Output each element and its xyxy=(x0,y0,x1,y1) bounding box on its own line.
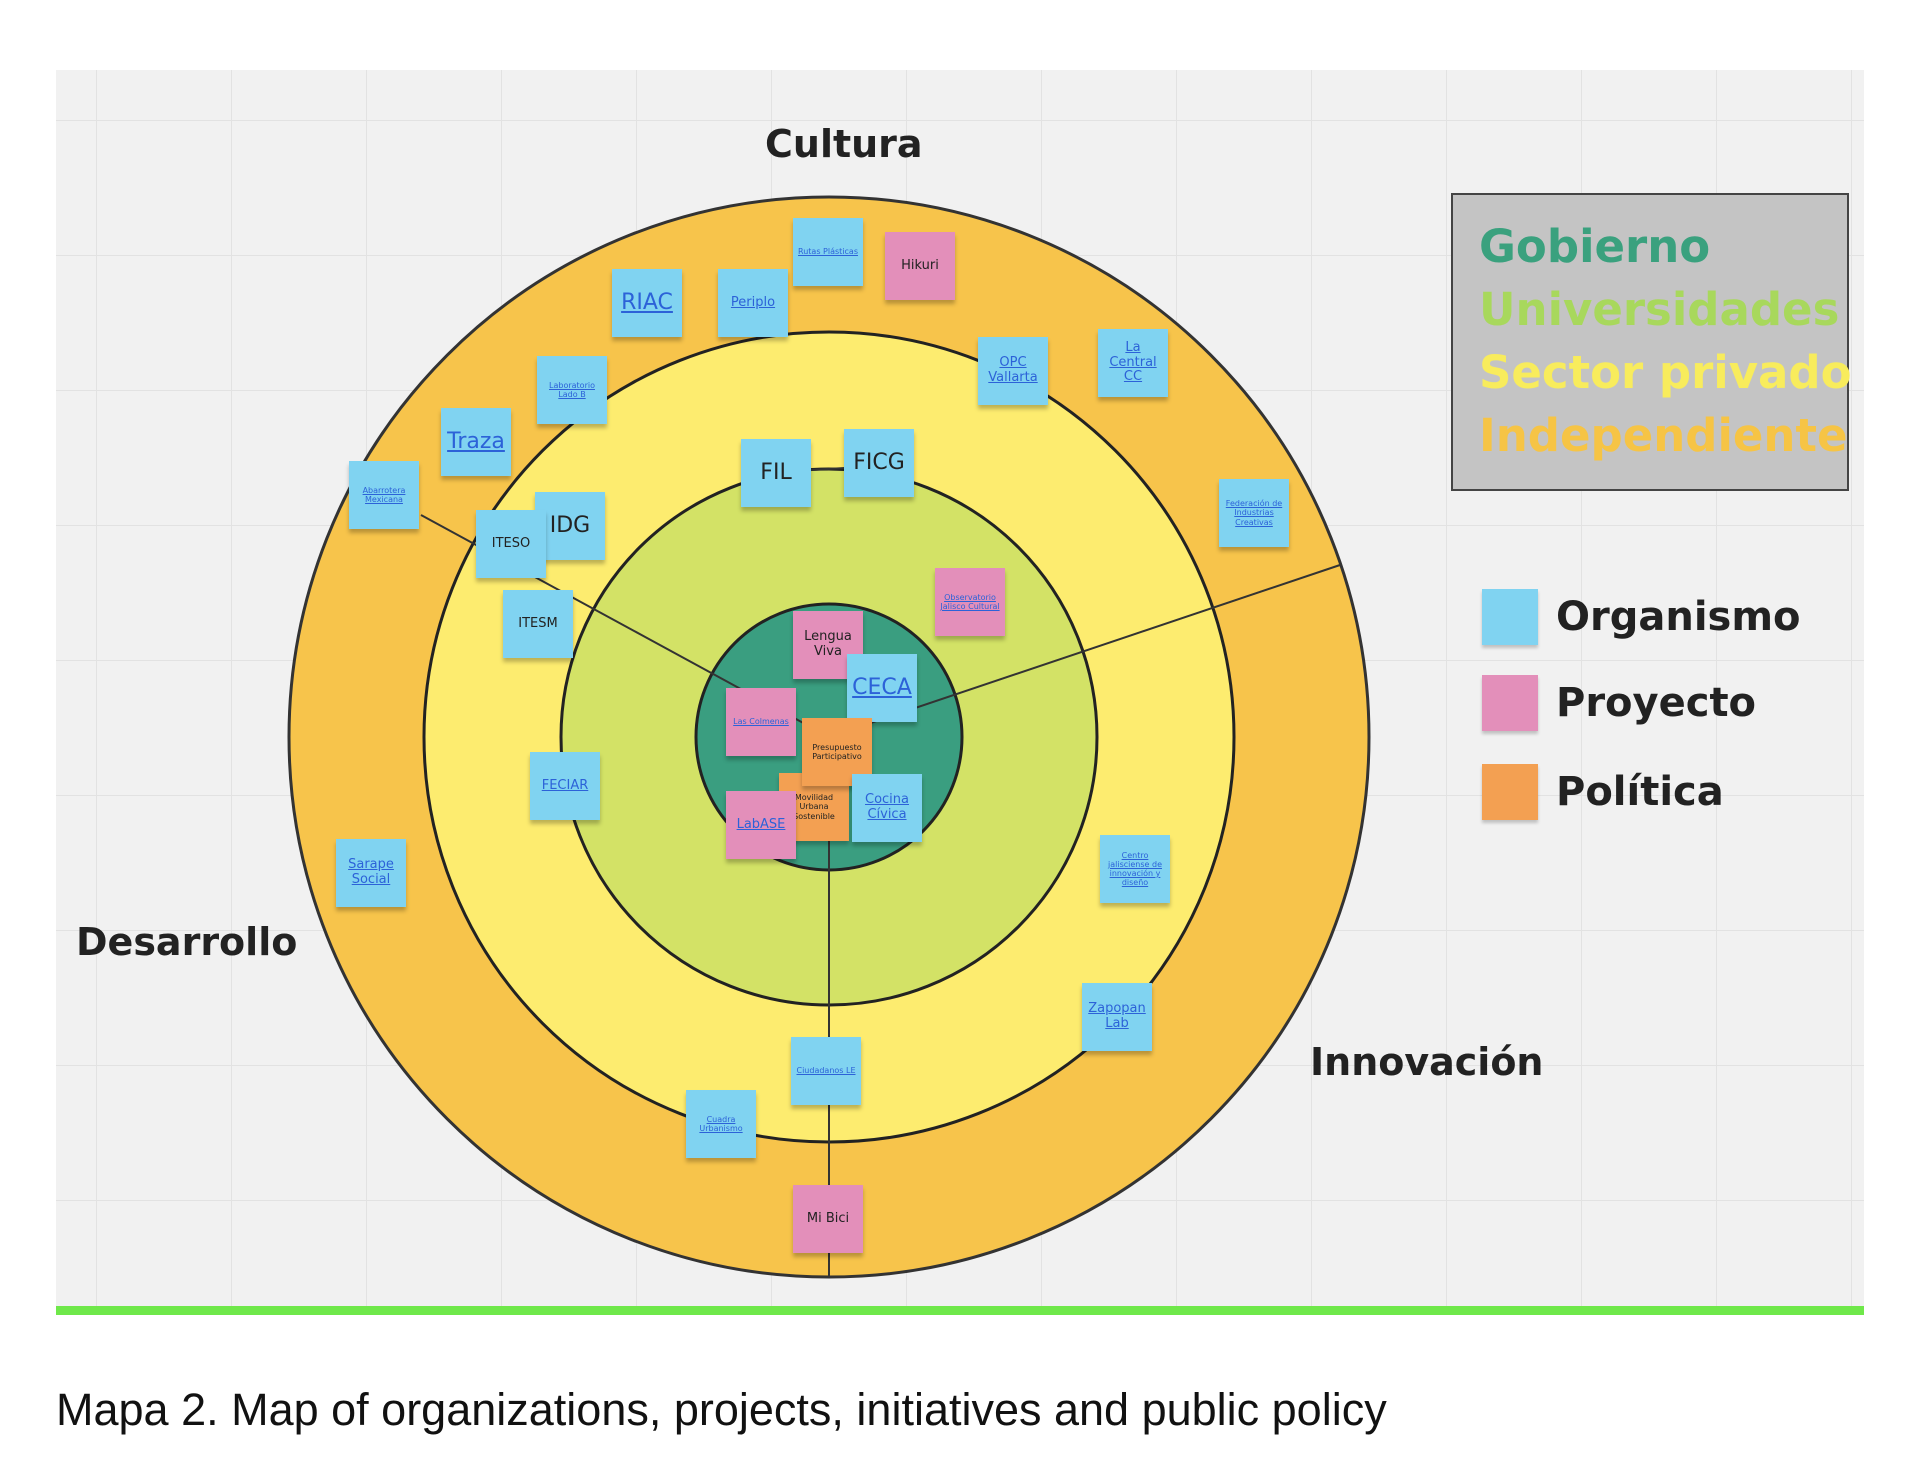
sticky-note-org[interactable]: Sarape Social xyxy=(336,839,406,907)
connector-fil-ficg xyxy=(809,467,846,471)
politica-swatch xyxy=(1482,764,1538,820)
sticky-note-org[interactable]: Ciudadanos LE xyxy=(791,1037,861,1105)
key-label: Proyecto xyxy=(1556,680,1757,726)
sticky-note-proj[interactable]: Observatorio Jalisco Cultural xyxy=(935,568,1005,636)
axis-label-innovacion: Innovación xyxy=(1310,1040,1544,1084)
sticky-note-org[interactable]: Cuadra Urbanismo xyxy=(686,1090,756,1158)
figure-caption: Mapa 2. Map of organizations, projects, … xyxy=(56,1384,1387,1435)
sticky-note-org[interactable]: Laboratorio Lado B xyxy=(537,356,607,424)
sticky-note-proj: Mi Bici xyxy=(793,1185,863,1253)
sticky-note-org[interactable]: Centro jalisciense de innovación y diseñ… xyxy=(1100,835,1170,903)
sticky-note-org: ITESO xyxy=(476,510,546,578)
sticky-note-org[interactable]: Periplo xyxy=(718,269,788,337)
key-label: Política xyxy=(1556,769,1724,815)
sticky-note-org[interactable]: CECA xyxy=(847,654,917,722)
legend-independiente: Independiente xyxy=(1479,409,1848,462)
sticky-note-proj[interactable]: Las Colmenas xyxy=(726,688,796,756)
sticky-note-org[interactable]: La Central CC xyxy=(1098,329,1168,397)
legend-sector-privado: Sector privado xyxy=(1479,346,1852,399)
sticky-note-proj: Hikuri xyxy=(885,232,955,300)
ring-legend: Gobierno Universidades Sector privado In… xyxy=(1451,193,1852,491)
sticky-note-org[interactable]: Rutas Plásticas xyxy=(793,218,863,286)
sticky-note-org[interactable]: Cocina Cívica xyxy=(852,774,922,842)
divider-bar xyxy=(56,1306,1864,1315)
key-politica: Política xyxy=(1482,764,1724,820)
sticky-note-org[interactable]: OPC Vallarta xyxy=(978,337,1048,405)
legend-universidades: Universidades xyxy=(1479,283,1840,336)
sticky-note-proj[interactable]: LabASE xyxy=(726,791,796,859)
key-organismo: Organismo xyxy=(1482,589,1801,645)
organismo-swatch xyxy=(1482,589,1538,645)
axis-label-desarrollo: Desarrollo xyxy=(76,920,298,964)
sticky-note-org: FIL xyxy=(741,439,811,507)
sticky-note-org: FICG xyxy=(844,429,914,497)
sticky-note-org[interactable]: FECIAR xyxy=(530,752,600,820)
key-label: Organismo xyxy=(1556,594,1801,640)
sticky-note-org[interactable]: Federación de Industrias Creativas xyxy=(1219,479,1289,547)
legend-gobierno: Gobierno xyxy=(1479,220,1711,273)
sticky-note-org[interactable]: Abarrotera Mexicana xyxy=(349,461,419,529)
sticky-note-org[interactable]: Zapopan Lab xyxy=(1082,983,1152,1051)
sticky-note-org: ITESM xyxy=(503,590,573,658)
proyecto-swatch xyxy=(1482,675,1538,731)
axis-label-cultura: Cultura xyxy=(765,122,923,166)
sticky-note-org[interactable]: Traza xyxy=(441,408,511,476)
sticky-note-org: IDG xyxy=(535,492,605,560)
key-proyecto: Proyecto xyxy=(1482,675,1756,731)
sticky-note-org[interactable]: RIAC xyxy=(612,269,682,337)
